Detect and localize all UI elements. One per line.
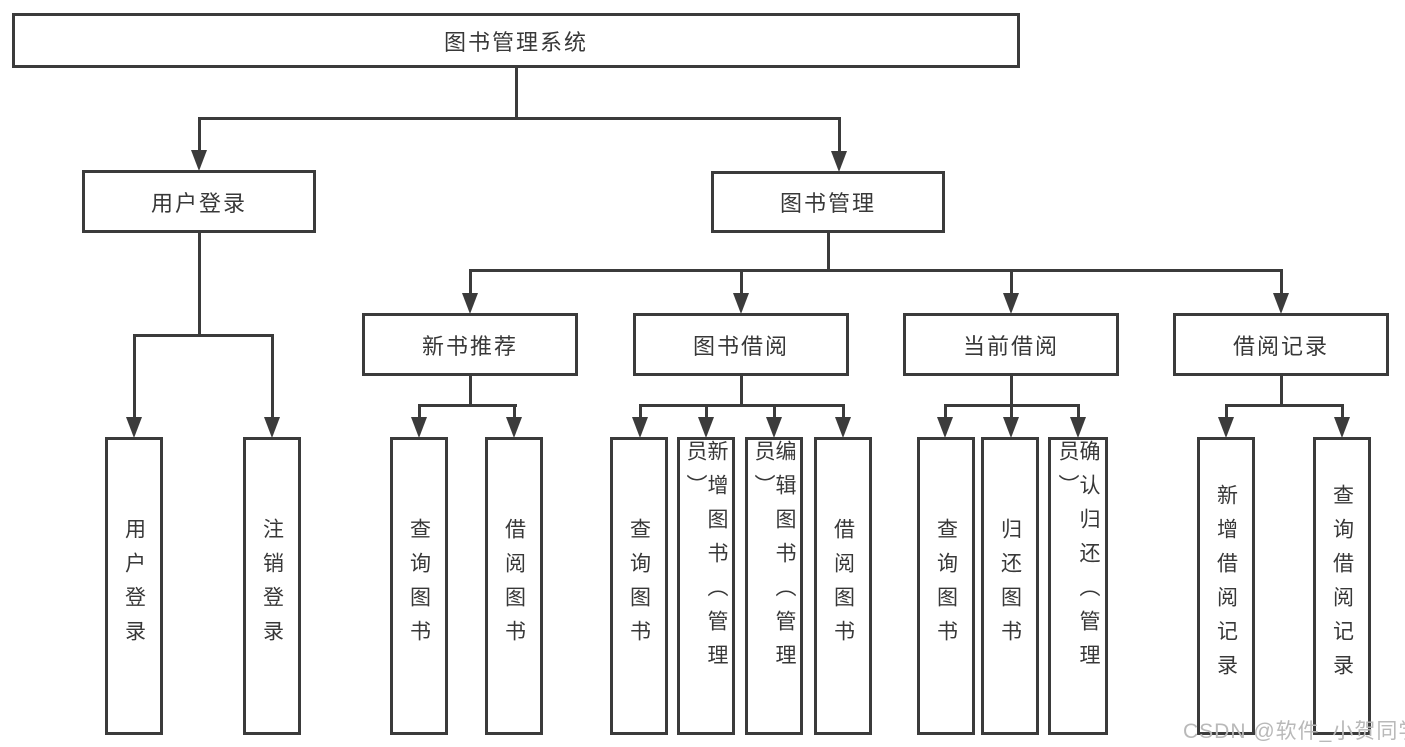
node-leaf-borrow-books-borrowing: 借阅图书 — [814, 437, 872, 735]
connector-line — [1077, 404, 1080, 419]
connector-line — [1225, 404, 1228, 419]
arrow-down-icon — [698, 417, 714, 438]
node-label: 确认归还（管理员） — [1056, 440, 1100, 678]
node-leaf-borrow-books-recommend: 借阅图书 — [485, 437, 543, 735]
connector-line — [944, 404, 947, 419]
node-label: 编辑图书（管理员） — [752, 440, 796, 678]
node-leaf-add-borrowing-record: 新增借阅记录 — [1197, 437, 1255, 735]
node-label: 查询图书 — [627, 518, 651, 654]
node-library-management-system: 图书管理系统 — [12, 13, 1020, 68]
arrow-down-icon — [733, 293, 749, 314]
connector-line — [639, 404, 845, 407]
connector-line — [827, 233, 830, 271]
arrow-down-icon — [831, 151, 847, 172]
node-leaf-query-books-borrowing: 查询图书 — [610, 437, 668, 735]
connector-line — [469, 269, 472, 295]
connector-line — [198, 117, 841, 120]
arrow-down-icon — [766, 417, 782, 438]
node-leaf-query-books-current: 查询图书 — [917, 437, 975, 735]
node-label: 新增图书（管理员） — [684, 440, 728, 678]
arrow-down-icon — [1070, 417, 1086, 438]
connector-line — [773, 404, 776, 419]
node-label: 图书管理系统 — [443, 29, 588, 55]
node-leaf-logout: 注销登录 — [243, 437, 301, 735]
node-book-management: 图书管理 — [711, 171, 945, 233]
connector-line — [1280, 376, 1283, 406]
node-label: 查询借阅记录 — [1330, 484, 1354, 688]
connector-line — [1010, 376, 1013, 406]
connector-line — [133, 334, 274, 337]
arrow-down-icon — [1003, 417, 1019, 438]
node-user-login: 用户登录 — [82, 170, 316, 233]
connector-line — [198, 117, 201, 151]
node-label: 借阅图书 — [502, 518, 526, 654]
arrow-down-icon — [1218, 417, 1234, 438]
node-label: 用户登录 — [150, 190, 247, 216]
node-leaf-edit-books-admin: 编辑图书（管理员） — [745, 437, 803, 735]
connector-line — [469, 269, 1283, 272]
arrow-down-icon — [1003, 293, 1019, 314]
node-current-borrowing: 当前借阅 — [903, 313, 1119, 376]
node-leaf-user-login: 用户登录 — [105, 437, 163, 735]
connector-line — [639, 404, 642, 419]
connector-line — [515, 68, 518, 119]
connector-line — [705, 404, 708, 419]
arrow-down-icon — [835, 417, 851, 438]
node-book-borrowing: 图书借阅 — [633, 313, 849, 376]
watermark-text: CSDN @软件_小贺同学 — [1183, 720, 1405, 743]
node-leaf-confirm-return-admin: 确认归还（管理员） — [1048, 437, 1108, 735]
connector-line — [838, 117, 841, 152]
node-label: 查询图书 — [934, 518, 958, 654]
connector-line — [740, 269, 743, 295]
node-leaf-query-borrowing-record: 查询借阅记录 — [1313, 437, 1371, 735]
connector-line — [513, 404, 516, 419]
arrow-down-icon — [264, 417, 280, 438]
connector-line — [1225, 404, 1344, 407]
connector-line — [1010, 269, 1013, 295]
connector-line — [198, 233, 201, 336]
node-label: 新书推荐 — [421, 333, 518, 359]
arrow-down-icon — [632, 417, 648, 438]
connector-line — [418, 404, 421, 419]
node-label: 注销登录 — [260, 518, 284, 654]
node-borrowing-records: 借阅记录 — [1173, 313, 1389, 376]
arrow-down-icon — [462, 293, 478, 314]
connector-line — [1280, 269, 1283, 295]
arrow-down-icon — [1273, 293, 1289, 314]
node-label: 图书借阅 — [692, 333, 789, 359]
node-leaf-return-books: 归还图书 — [981, 437, 1039, 735]
node-new-book-recommendation: 新书推荐 — [362, 313, 578, 376]
arrow-down-icon — [1334, 417, 1350, 438]
arrow-down-icon — [126, 417, 142, 438]
connector-line — [418, 404, 517, 407]
connector-line — [271, 334, 274, 418]
arrow-down-icon — [506, 417, 522, 438]
node-label: 当前借阅 — [962, 333, 1059, 359]
node-leaf-add-books-admin: 新增图书（管理员） — [677, 437, 735, 735]
node-leaf-query-books-recommend: 查询图书 — [390, 437, 448, 735]
arrow-down-icon — [937, 417, 953, 438]
node-label: 用户登录 — [122, 518, 146, 654]
node-label: 借阅图书 — [831, 518, 855, 654]
connector-line — [1341, 404, 1344, 419]
connector-line — [469, 376, 472, 406]
connector-line — [1010, 404, 1013, 419]
node-label: 查询图书 — [407, 518, 431, 654]
node-label: 借阅记录 — [1232, 333, 1329, 359]
node-label: 归还图书 — [998, 518, 1022, 654]
node-label: 新增借阅记录 — [1214, 484, 1238, 688]
connector-line — [133, 334, 136, 418]
arrow-down-icon — [411, 417, 427, 438]
connector-line — [842, 404, 845, 419]
node-label: 图书管理 — [779, 191, 876, 216]
connector-line — [740, 376, 743, 406]
arrow-down-icon — [191, 150, 207, 171]
